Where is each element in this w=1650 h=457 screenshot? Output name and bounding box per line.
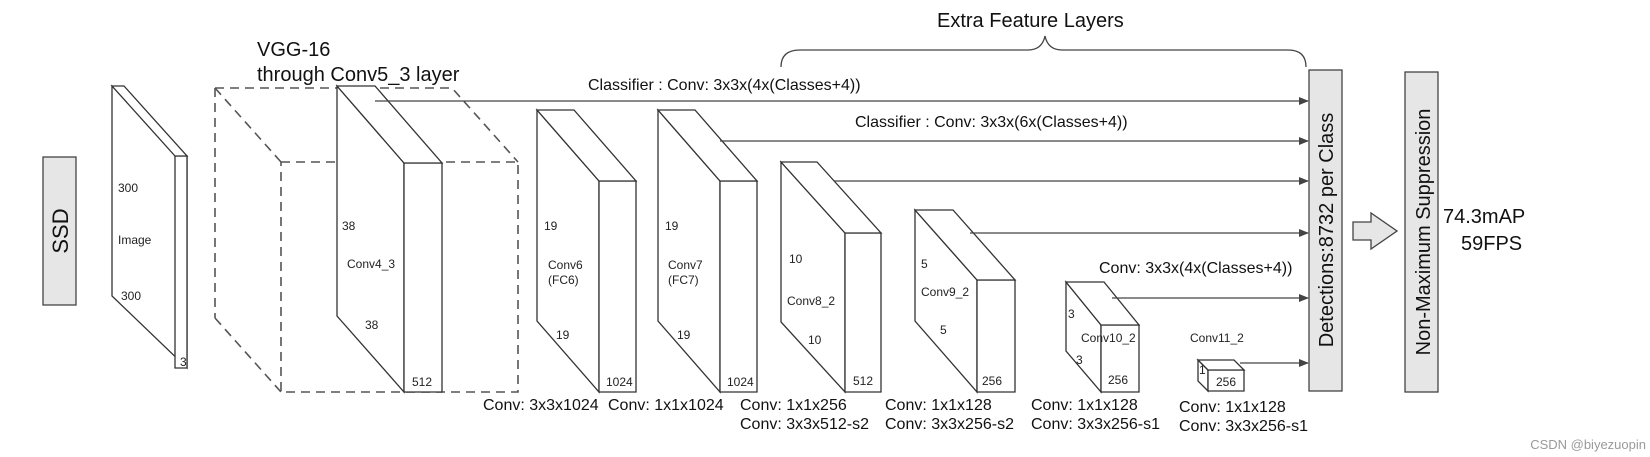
conv10-2-channels: 256 bbox=[1108, 373, 1128, 387]
conv7-height: 19 bbox=[665, 219, 679, 233]
conv6-block bbox=[535, 108, 638, 394]
caption-conv8-b: Conv: 3x3x512-s2 bbox=[740, 416, 869, 433]
nms-label: Non-Maximum Suppression bbox=[1413, 109, 1435, 356]
image-width-label: 300 bbox=[121, 289, 141, 303]
image-height-label: 300 bbox=[118, 181, 138, 195]
extra-layers-brace bbox=[780, 35, 1307, 68]
caption-conv11-a: Conv: 1x1x128 bbox=[1179, 399, 1286, 416]
vgg16-sublabel: through Conv5_3 layer bbox=[257, 64, 460, 86]
ssd-label: SSD bbox=[48, 208, 73, 253]
caption-conv9-a: Conv: 1x1x128 bbox=[885, 397, 992, 414]
conv4-3-width: 38 bbox=[365, 318, 379, 332]
classifier-2-label: Classifier : Conv: 3x3x(6x(Classes+4)) bbox=[855, 114, 1128, 131]
conv4-3-height: 38 bbox=[342, 219, 356, 233]
conv7-sublabel: (FC7) bbox=[668, 273, 699, 287]
vgg16-dashed-cube bbox=[214, 87, 519, 393]
conv8-2-width: 10 bbox=[808, 333, 822, 347]
conv10-2-width: 3 bbox=[1076, 353, 1083, 367]
classifier-1-label: Classifier : Conv: 3x3x(4x(Classes+4)) bbox=[588, 77, 861, 94]
conv8-2-height: 10 bbox=[789, 252, 803, 266]
conv9-2-height: 5 bbox=[921, 257, 928, 271]
conv4-3-channels: 512 bbox=[412, 375, 432, 389]
caption-conv8-a: Conv: 1x1x256 bbox=[740, 397, 847, 414]
ssd-box bbox=[42, 156, 77, 306]
conv7-label: Conv7 bbox=[668, 258, 703, 272]
result-fps: 59FPS bbox=[1461, 233, 1522, 255]
image-block bbox=[110, 84, 189, 370]
watermark: CSDN @biyezuopin bbox=[1530, 437, 1646, 452]
extra-feature-layers-label: Extra Feature Layers bbox=[937, 10, 1124, 32]
conv6-width: 19 bbox=[556, 328, 570, 342]
conv6-label: Conv6 bbox=[548, 258, 583, 272]
conv7-width: 19 bbox=[677, 328, 691, 342]
conv4-3-label: Conv4_3 bbox=[347, 257, 395, 271]
classifier-3-label: Conv: 3x3x(4x(Classes+4)) bbox=[1099, 260, 1292, 277]
conv6-height: 19 bbox=[544, 219, 558, 233]
conv7-channels: 1024 bbox=[727, 375, 754, 389]
conv10-2-block bbox=[1064, 280, 1141, 394]
conv8-2-channels: 512 bbox=[853, 374, 873, 388]
image-depth-label: 3 bbox=[180, 355, 187, 369]
conv9-2-width: 5 bbox=[940, 323, 947, 337]
conv8-2-label: Conv8_2 bbox=[787, 294, 835, 308]
caption-conv7: Conv: 1x1x1024 bbox=[608, 397, 724, 414]
result-map: 74.3mAP bbox=[1443, 206, 1525, 228]
detections-label: Detections:8732 per Class bbox=[1316, 113, 1338, 348]
conv11-2-label: Conv11_2 bbox=[1190, 331, 1244, 345]
conv10-2-label: Conv10_2 bbox=[1081, 331, 1136, 345]
caption-conv11-b: Conv: 3x3x256-s1 bbox=[1179, 418, 1308, 435]
caption-conv9-b: Conv: 3x3x256-s2 bbox=[885, 416, 1014, 433]
conv4-3-block bbox=[335, 84, 444, 394]
conv11-2-block bbox=[1196, 358, 1246, 393]
flow-arrow-icon bbox=[1352, 211, 1399, 251]
conv7-block bbox=[656, 108, 759, 394]
conv10-2-height: 3 bbox=[1068, 307, 1075, 321]
caption-conv6: Conv: 3x3x1024 bbox=[483, 397, 599, 414]
conv9-2-channels: 256 bbox=[982, 374, 1002, 388]
image-label: Image bbox=[118, 233, 152, 247]
caption-conv10-b: Conv: 3x3x256-s1 bbox=[1031, 416, 1160, 433]
conv11-2-height: 1 bbox=[1199, 363, 1206, 377]
conv9-2-block bbox=[913, 208, 1017, 394]
conv9-2-label: Conv9_2 bbox=[921, 285, 969, 299]
conv8-2-block bbox=[779, 160, 883, 394]
conv11-2-channels: 256 bbox=[1216, 375, 1236, 389]
feature-arrows bbox=[375, 97, 1309, 367]
detections-box bbox=[1308, 69, 1343, 392]
conv6-channels: 1024 bbox=[606, 375, 633, 389]
caption-conv10-a: Conv: 1x1x128 bbox=[1031, 397, 1138, 414]
nms-box bbox=[1404, 71, 1439, 393]
vgg16-label: VGG-16 bbox=[257, 39, 330, 61]
conv6-sublabel: (FC6) bbox=[548, 273, 579, 287]
